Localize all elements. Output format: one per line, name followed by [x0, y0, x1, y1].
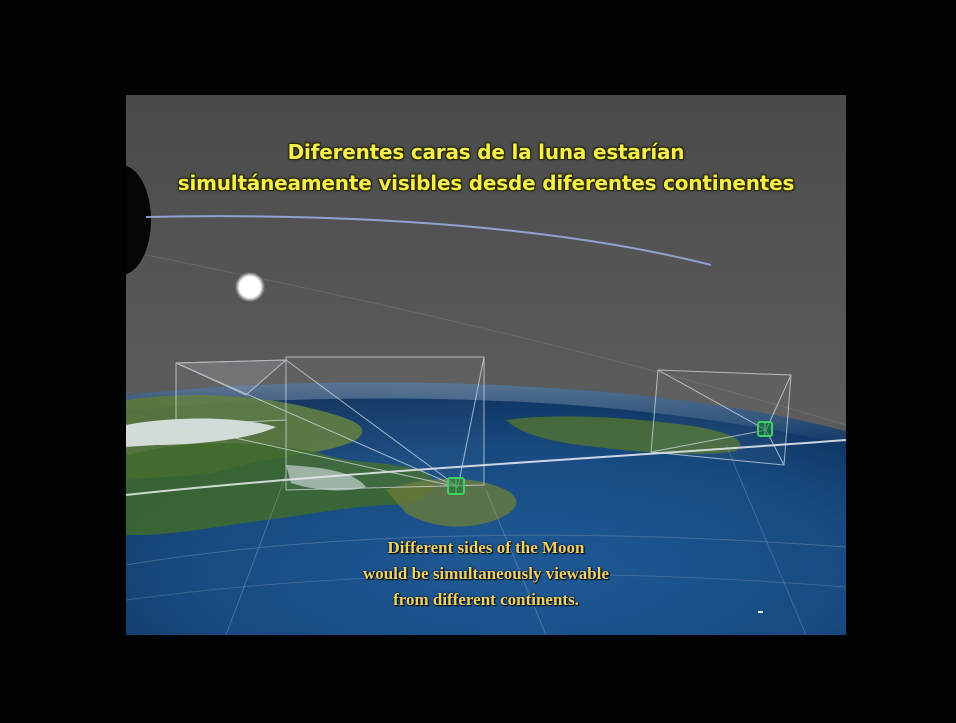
continent-central [126, 443, 434, 535]
horizon-line [126, 439, 846, 496]
observer-marker-west [447, 477, 465, 495]
observer-marker-east [757, 421, 773, 437]
cloud-band [126, 418, 276, 447]
english-caption-line-1: Different sides of the Moon [387, 538, 585, 557]
continent-east [506, 416, 741, 454]
view-frustum-east [650, 369, 792, 466]
continent-south [386, 478, 517, 527]
spanish-caption-line-2: simultáneamente visibles desde diferente… [177, 171, 795, 195]
cloud-patch [286, 465, 366, 491]
meridian-line [225, 474, 287, 635]
view-frustum-west [175, 356, 485, 491]
meridian-line [725, 444, 807, 635]
english-caption-line-3: from different continents. [393, 590, 579, 609]
video-frame[interactable]: Diferentes caras de la luna estarían sim… [126, 95, 846, 635]
atmosphere-haze [126, 382, 846, 445]
latitude-line [126, 573, 846, 601]
moon-orbit-path [145, 215, 712, 266]
english-caption-line-2: would be simultaneously viewable [362, 564, 610, 583]
sun-path-line [145, 254, 846, 426]
latitude-line [126, 534, 846, 566]
scene-illustration [126, 95, 846, 635]
bright-speck [758, 611, 763, 613]
sun [235, 272, 265, 302]
moon-silhouette [126, 165, 151, 275]
spanish-caption-line-1: Diferentes caras de la luna estarían [287, 140, 685, 164]
meridian-line [485, 489, 547, 635]
